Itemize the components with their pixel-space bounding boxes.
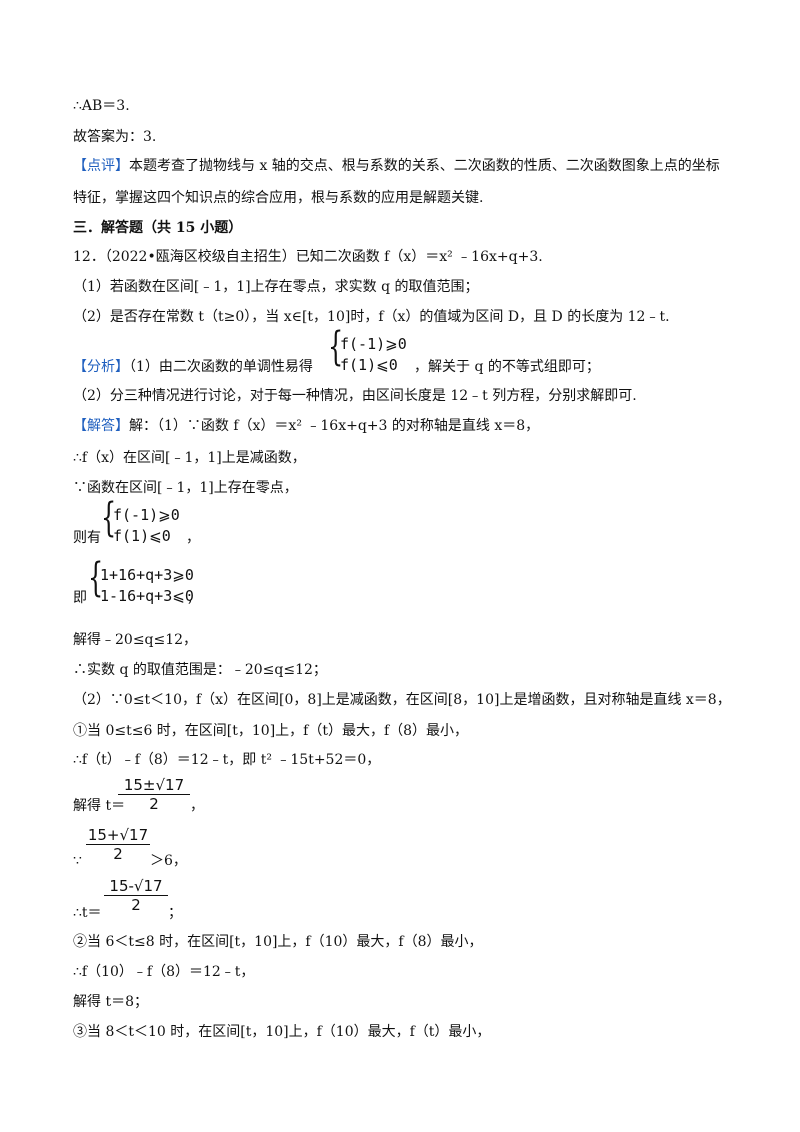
case-2-line: ②当 6＜t≤8 时，在区间[t，10]上，f（10）最大，f（8）最小，: [73, 934, 483, 950]
question-part-2: （2）是否存在常数 t（t≥0），当 x∈[t，10]时，f（x）的值域为区间 …: [73, 309, 670, 325]
fraction-denominator: 2: [149, 795, 159, 813]
text-label: ∵: [73, 853, 82, 869]
inequality-system: { f(-1)⩾0 f(1)⩽0: [101, 498, 191, 548]
text-label: ∴t＝: [73, 905, 102, 921]
fraction: 15±√17 2: [118, 776, 190, 813]
brace-symbol: {: [101, 495, 117, 541]
text-line: ∴f（t）﹣f（8）＝12﹣t，即 t² ﹣15t+52＝0，: [73, 752, 381, 768]
fraction: 15-√17 2: [104, 877, 168, 914]
fraction-bar: [104, 895, 168, 896]
fraction-numerator: 15+√17: [87, 826, 149, 844]
inequality-system: { 1+16+q+3⩾0 1-16+q+3⩽0: [88, 558, 198, 608]
fraction: 15+√17 2: [86, 826, 150, 863]
comment-tag: 【点评】: [73, 158, 129, 174]
text-line: 解得 t＝8；: [73, 994, 148, 1010]
text-label: 即: [73, 590, 87, 606]
fraction-denominator: 2: [131, 896, 141, 914]
text-line: 特征，掌握这四个知识点的综合应用，根与系数的应用是解题关键.: [73, 190, 484, 206]
text-line: ∴f（10）﹣f（8）＝12﹣t，: [73, 964, 255, 980]
solution-text: 解：（1）∵函数 f（x）＝x² ﹣16x+q+3 的对称轴是直线 x＝8，: [129, 418, 540, 434]
text-label: 解得 t＝: [73, 798, 126, 814]
fraction-numerator: 15±√17: [123, 776, 185, 794]
solution-tag: 【解答】: [73, 418, 129, 434]
fraction-numerator: 15-√17: [109, 877, 163, 895]
text-line: ∴实数 q 的取值范围是：﹣20≤q≤12；: [73, 662, 327, 678]
comment-text: 本题考查了抛物线与 x 轴的交点、根与系数的关系、二次函数的性质、二次函数图象上…: [129, 158, 720, 174]
case-1-line: ①当 0≤t≤6 时，在区间[t，10]上，f（t）最大，f（8）最小，: [73, 723, 469, 739]
comment-line: 【点评】本题考查了抛物线与 x 轴的交点、根与系数的关系、二次函数的性质、二次函…: [73, 156, 720, 176]
text-line: ∵函数在区间[﹣1，1]上存在零点，: [73, 480, 298, 496]
text-label: ，: [190, 798, 204, 814]
system-row: f(-1)⩾0: [340, 335, 407, 353]
analysis-text-a: （1）由二次函数的单调性易得: [129, 359, 313, 375]
system-row: 1-16+q+3⩽0: [100, 587, 194, 605]
fraction-bar: [118, 794, 190, 795]
section-heading: 三．解答题（共 15 小题）: [73, 220, 243, 236]
analysis-line: 【分析】（1）由二次函数的单调性易得: [73, 357, 313, 377]
brace-symbol: {: [88, 555, 104, 601]
text-line: 故答案为：3.: [73, 129, 157, 145]
system-row: f(1)⩽0: [340, 356, 398, 374]
text-line: （2）∵0≤t＜10，f（x）在区间[0，8]上是减函数，在区间[8，10]上是…: [73, 692, 731, 708]
text-label: ；: [168, 905, 182, 921]
text-label: 则有: [73, 530, 101, 546]
text-line: 解得﹣20≤q≤12，: [73, 632, 198, 648]
fraction-bar: [86, 844, 150, 845]
solution-line: 【解答】解：（1）∵函数 f（x）＝x² ﹣16x+q+3 的对称轴是直线 x＝…: [73, 416, 539, 436]
fraction-denominator: 2: [113, 845, 123, 863]
text-label: ＞6，: [150, 853, 187, 869]
question-part-1: （1）若函数在区间[﹣1，1]上存在零点，求实数 q 的取值范围；: [73, 279, 479, 295]
inequality-system: { f(-1)⩾0 f(1)⩽0: [328, 327, 418, 377]
question-title: 12．（2022•瓯海区校级自主招生）已知二次函数 f（x）＝x² ﹣16x+q…: [73, 249, 543, 265]
case-3-line: ③当 8＜t＜10 时，在区间[t，10]上，f（10）最大，f（t）最小，: [73, 1024, 491, 1040]
system-row: f(-1)⩾0: [113, 506, 180, 524]
system-row: f(1)⩽0: [113, 527, 171, 545]
text-line: ∴f（x）在区间[﹣1，1]上是减函数，: [73, 450, 306, 466]
brace-symbol: {: [328, 324, 344, 370]
text-line: ∴AB＝3.: [73, 98, 130, 114]
text-label: ，: [186, 530, 200, 546]
system-row: 1+16+q+3⩾0: [100, 566, 194, 584]
analysis-text-b: ，解关于 q 的不等式组即可；: [414, 359, 600, 375]
analysis-tag: 【分析】: [73, 359, 129, 375]
text-label: ,: [188, 590, 193, 606]
text-line: （2）分三种情况进行讨论，对于每一种情况，由区间长度是 12﹣t 列方程，分别求…: [73, 388, 637, 404]
